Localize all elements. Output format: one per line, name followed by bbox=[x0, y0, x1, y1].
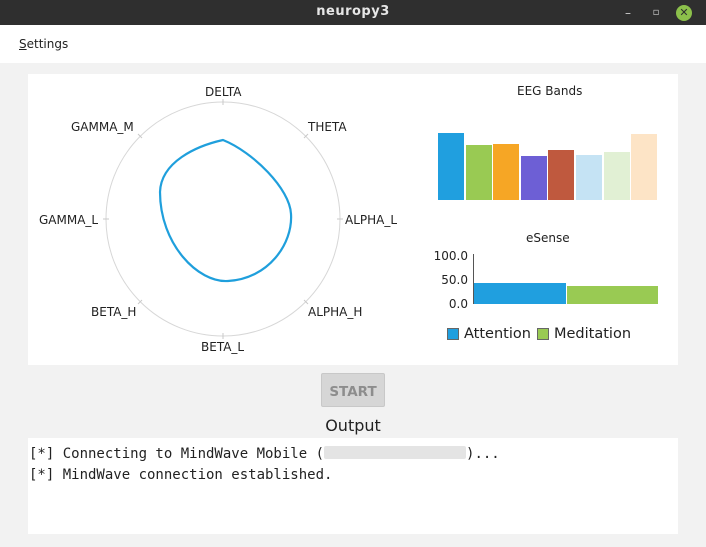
eeg-band-bar bbox=[631, 134, 657, 200]
radar-label-gamma-l: GAMMA_L bbox=[39, 213, 99, 227]
radar-label-beta-h: BETA_H bbox=[91, 305, 137, 319]
output-console[interactable]: [*] Connecting to MindWave Mobile ()... … bbox=[28, 438, 678, 534]
settings-menu[interactable]: Settings bbox=[19, 37, 69, 51]
attention-swatch bbox=[447, 328, 459, 340]
output-title: Output bbox=[325, 416, 381, 435]
esense-meditation-bar bbox=[567, 286, 658, 304]
title-bar: neuropy3 – ▫ ✕ bbox=[0, 0, 706, 25]
radar-chart bbox=[103, 99, 343, 339]
radar-series-line bbox=[158, 138, 293, 283]
eeg-band-bar bbox=[438, 133, 464, 200]
meditation-swatch bbox=[537, 328, 549, 340]
radar-label-delta: DELTA bbox=[205, 85, 242, 99]
esense-y-axis bbox=[473, 254, 474, 304]
console-line-2: [*] MindWave connection established. bbox=[29, 467, 333, 483]
eeg-bands-title: EEG Bands bbox=[517, 84, 583, 98]
meditation-legend-label: Meditation bbox=[554, 326, 632, 342]
menu-bar: Settings bbox=[0, 25, 706, 63]
eeg-band-bar bbox=[576, 155, 602, 200]
charts-panel: DELTA THETA ALPHA_L ALPHA_H BETA_L BETA_… bbox=[28, 74, 678, 365]
esense-legend-meditation: Meditation bbox=[537, 326, 631, 342]
radar-label-gamma-m: GAMMA_M bbox=[71, 120, 134, 134]
minimize-button[interactable]: – bbox=[625, 6, 631, 20]
attention-legend-label: Attention bbox=[464, 326, 531, 342]
esense-tick-50: 50.0 bbox=[441, 273, 468, 287]
close-button[interactable]: ✕ bbox=[676, 5, 692, 21]
eeg-band-bar bbox=[548, 150, 574, 200]
maximize-button[interactable]: ▫ bbox=[652, 7, 660, 18]
esense-title: eSense bbox=[526, 231, 570, 245]
esense-legend-attention: Attention bbox=[447, 326, 531, 342]
console-line-1: [*] Connecting to MindWave Mobile ()... bbox=[29, 446, 500, 462]
window-title: neuropy3 bbox=[316, 4, 390, 19]
redacted-device-address bbox=[324, 446, 467, 459]
radar-label-alpha-h: ALPHA_H bbox=[308, 305, 363, 319]
eeg-band-bar bbox=[466, 145, 492, 200]
start-button[interactable]: START bbox=[321, 373, 385, 407]
console-line-1-prefix: [*] Connecting to MindWave Mobile ( bbox=[29, 446, 325, 462]
eeg-band-bar bbox=[604, 152, 630, 200]
esense-tick-0: 0.0 bbox=[448, 297, 468, 311]
console-line-1-suffix: )... bbox=[466, 446, 500, 462]
esense-tick-100: 100.0 bbox=[433, 249, 468, 263]
eeg-band-bar bbox=[521, 156, 547, 200]
esense-attention-bar bbox=[474, 283, 566, 304]
radar-ticks bbox=[103, 99, 343, 339]
radar-label-beta-l: BETA_L bbox=[201, 340, 245, 354]
eeg-band-bar bbox=[493, 144, 519, 200]
radar-label-alpha-l: ALPHA_L bbox=[345, 213, 398, 227]
radar-label-theta: THETA bbox=[308, 120, 347, 134]
